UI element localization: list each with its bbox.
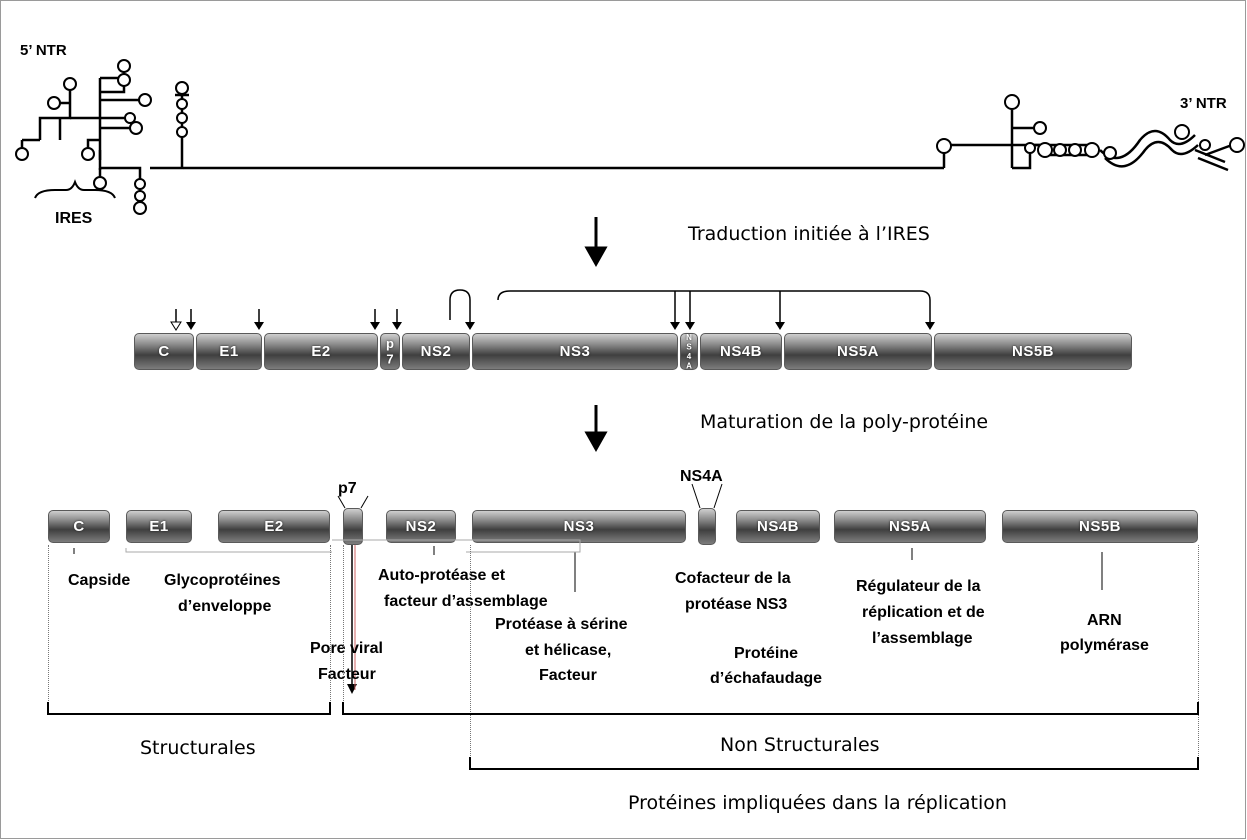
protease-desc-3: Facteur	[539, 667, 597, 684]
polyprotein-segment-ns5a: NS5A	[784, 333, 932, 370]
structural-bracket	[48, 713, 331, 715]
nonstructural-bracket	[343, 713, 1199, 715]
mature-ns4b: NS4B	[736, 510, 820, 543]
structural-label: Structurales	[140, 737, 256, 759]
cofactor-desc-1: Cofacteur de la	[675, 570, 791, 587]
auto-protease-desc-1: Auto-protéase et	[378, 567, 506, 584]
structural-bracket-right-tick	[329, 702, 331, 715]
polyprotein-segment-e1: E1	[196, 333, 262, 370]
guide-structural-right	[330, 545, 331, 715]
nonstructural-bracket-left-tick	[342, 702, 344, 715]
five-prime-ntr-label: 5’ NTR	[20, 42, 67, 59]
capside-desc: Capside	[68, 572, 131, 589]
scaffold-desc-2: d’échafaudage	[710, 670, 823, 687]
pore-desc-2: Facteur	[318, 666, 376, 683]
auto-protease-desc-2: facteur d’assemblage	[384, 593, 548, 610]
mature-ns5a: NS5A	[834, 510, 986, 543]
guide-left	[48, 545, 49, 715]
three-prime-ntr-label: 3’ NTR	[1180, 95, 1227, 112]
polyprotein-segment-c: C	[134, 333, 194, 370]
glyco-desc-2: d’enveloppe	[178, 598, 272, 615]
regulator-desc-3: l’assemblage	[872, 630, 973, 647]
protease-desc-2: et hélicase,	[525, 642, 612, 659]
polyprotein-segment-e2: E2	[264, 333, 378, 370]
mature-ns5b: NS5B	[1002, 510, 1198, 543]
polyprotein-segment-ns2: NS2	[402, 333, 470, 370]
guide-replication-left	[470, 545, 471, 770]
mature-c: C	[48, 510, 110, 543]
scaffold-desc-1: Protéine	[734, 645, 799, 662]
rna-polymerase-desc-1: ARN	[1087, 612, 1122, 629]
polyprotein-segment-ns4b: NS4B	[700, 333, 782, 370]
mature-ns2: NS2	[386, 510, 456, 543]
replication-bracket-left-tick	[469, 757, 471, 770]
maturation-caption: Maturation de la poly-protéine	[700, 411, 989, 433]
mature-ns4a	[698, 508, 716, 545]
cofactor-desc-2: protéase NS3	[685, 596, 788, 613]
mature-p7	[343, 508, 363, 545]
pore-desc-1: Pore viral	[310, 640, 383, 657]
polyprotein-segment-ns3: NS3	[472, 333, 678, 370]
glyco-desc-1: Glycoprotéines	[164, 572, 281, 589]
rna-genome-drawing	[15, 59, 1245, 215]
mature-e1: E1	[126, 510, 192, 543]
nonstructural-bracket-right-tick	[1197, 702, 1199, 715]
rna-polymerase-desc-2: polymérase	[1060, 637, 1149, 654]
guide-right	[1198, 545, 1199, 770]
p7-label: p7	[338, 480, 357, 497]
ires-label: IRES	[55, 210, 93, 227]
nonstructural-label: Non Structurales	[720, 734, 880, 756]
regulator-desc-1: Régulateur de la	[856, 578, 981, 595]
mature-e2: E2	[218, 510, 330, 543]
protease-desc-1: Protéase à sérine	[495, 616, 628, 633]
polyprotein-segment-p7: p7	[380, 333, 400, 370]
structural-bracket-left-tick	[47, 702, 49, 715]
ns4a-label: NS4A	[680, 468, 723, 485]
guide-nonstructural-left	[343, 545, 344, 715]
replication-label: Protéines impliquées dans la réplication	[628, 792, 1007, 814]
translation-caption: Traduction initiée à l’IRES	[688, 223, 930, 245]
polyprotein-segment-ns5b: NS5B	[934, 333, 1132, 370]
regulator-desc-2: réplication et de	[862, 604, 985, 621]
replication-bracket-right-tick	[1197, 757, 1199, 770]
mature-ns3: NS3	[472, 510, 686, 543]
polyprotein-segment-ns4a: NS4A	[680, 333, 698, 371]
replication-bracket	[470, 768, 1199, 770]
